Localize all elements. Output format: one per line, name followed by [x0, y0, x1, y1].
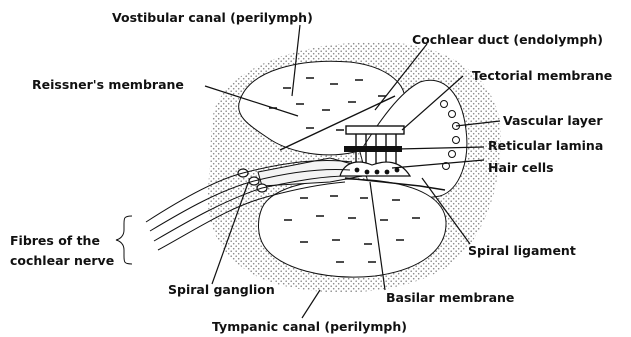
label-basilar-membrane: Basilar membrane: [386, 290, 514, 305]
label-tympanic-canal: Tympanic canal (perilymph): [212, 319, 407, 334]
reticular-lamina-bar: [344, 146, 402, 152]
tympanic-canal-chamber: [258, 179, 446, 277]
label-spiral-ganglion: Spiral ganglion: [168, 282, 275, 297]
label-vestibular-canal: Vostibular canal (perilymph): [112, 10, 313, 25]
label-reticular-lamina: Reticular lamina: [488, 138, 603, 153]
label-fibres-line2: cochlear nerve: [10, 253, 114, 268]
label-fibres-line1: Fibres of the: [10, 233, 100, 248]
label-spiral-ligament: Spiral ligament: [468, 243, 576, 258]
organ-of-corti: [340, 126, 410, 176]
tectorial-membrane-shape: [346, 126, 404, 134]
label-cochlear-duct: Cochlear duct (endolymph): [412, 32, 603, 47]
label-reissners-membrane: Reissner's membrane: [32, 77, 184, 92]
label-vascular-layer: Vascular layer: [503, 113, 603, 128]
label-tectorial-membrane: Tectorial membrane: [472, 68, 612, 83]
label-hair-cells: Hair cells: [488, 160, 554, 175]
fibres-brace: [116, 216, 132, 264]
